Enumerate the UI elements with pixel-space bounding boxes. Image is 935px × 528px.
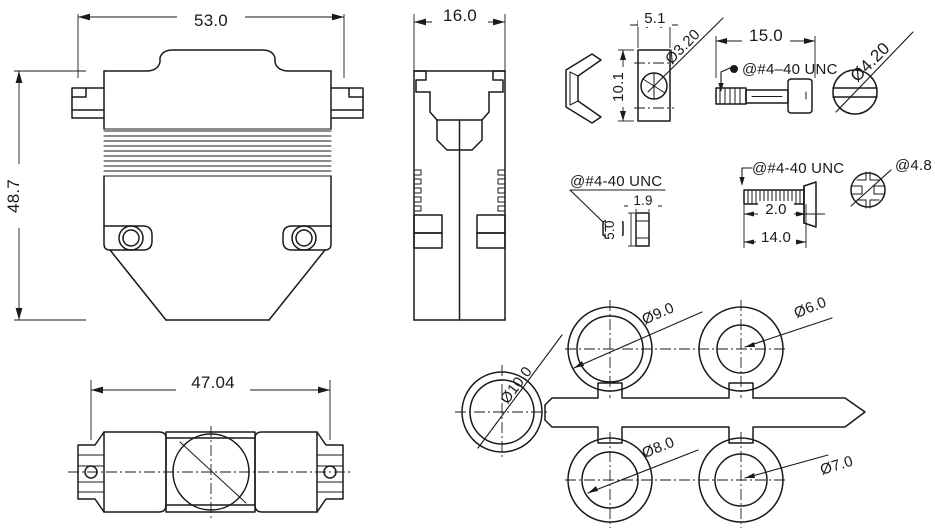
bracket-width-dimension: 5.1 bbox=[630, 8, 678, 48]
bolt-head-callout: @4.8 bbox=[895, 157, 932, 174]
side-body-outline bbox=[413, 70, 506, 321]
bolt-total-length-label: 14.0 bbox=[761, 229, 791, 246]
bolt-thread-length-dimension: 2.0 bbox=[743, 201, 825, 219]
hexnut-side-view: 1.9 5.0 bbox=[602, 192, 662, 247]
side-slot-left bbox=[413, 214, 443, 249]
hood-body-outline bbox=[71, 49, 364, 321]
bottom-view: 47.04 bbox=[68, 371, 353, 518]
bolt-thread-label: @#4-40 UNC bbox=[752, 160, 844, 177]
hole-bottom-right: Ø7.0 bbox=[698, 432, 855, 528]
side-view-thickness-dimension: 16.0 bbox=[413, 4, 506, 74]
bolt-head-end-view: @4.8 bbox=[850, 157, 932, 209]
front-view-height-label: 48.7 bbox=[4, 179, 23, 213]
hex-bolt: @#4-40 UNC 2.0 14.0 bbox=[739, 160, 844, 248]
bottom-view-length-label: 47.04 bbox=[191, 373, 235, 392]
side-view-thickness-label: 16.0 bbox=[443, 6, 477, 25]
front-view-width-dimension: 53.0 bbox=[77, 9, 345, 78]
jackscrew-thread-callout: @#4–40 UNC bbox=[718, 61, 837, 92]
hex-nut: @#4-40 UNC 1.9 5.0 bbox=[569, 173, 666, 247]
bolt-total-length-dimension: 14.0 bbox=[743, 218, 807, 248]
front-view-height-dimension: 48.7 bbox=[4, 70, 86, 321]
hood-rib-band bbox=[103, 128, 332, 177]
jackscrew-length-dimension: 15.0 bbox=[715, 24, 816, 78]
bolt-thread-hatch bbox=[747, 189, 801, 205]
jackscrew-length-label: 15.0 bbox=[749, 26, 783, 45]
spring-clip bbox=[565, 53, 602, 124]
hexnut-thread-label: @#4-40 UNC bbox=[570, 173, 662, 190]
side-slot-right bbox=[476, 214, 506, 249]
side-serration-right bbox=[497, 169, 506, 212]
bracket-height-label: 10.1 bbox=[610, 72, 627, 102]
front-view-width-label: 53.0 bbox=[194, 11, 228, 30]
jackscrew-body bbox=[715, 78, 813, 114]
bracket-height-dimension: 10.1 bbox=[610, 49, 634, 122]
side-serration-left bbox=[413, 169, 422, 212]
bolt-thread-length-label: 2.0 bbox=[765, 201, 786, 218]
hexnut-height-label: 5.0 bbox=[602, 220, 617, 239]
hole-pattern-plate bbox=[544, 382, 866, 444]
jackscrew-thread-label: @#4–40 UNC bbox=[742, 61, 838, 78]
side-view: 16.0 bbox=[413, 4, 506, 321]
jackscrew: 15.0 @#4–40 UNC bbox=[715, 24, 837, 114]
bottom-body-outline bbox=[68, 426, 353, 518]
front-view: 53.0 48.7 bbox=[4, 9, 364, 321]
bottom-view-length-dimension: 47.04 bbox=[90, 371, 331, 440]
bracket-width-label: 5.1 bbox=[644, 10, 665, 27]
hexnut-width-label: 1.9 bbox=[633, 193, 652, 208]
